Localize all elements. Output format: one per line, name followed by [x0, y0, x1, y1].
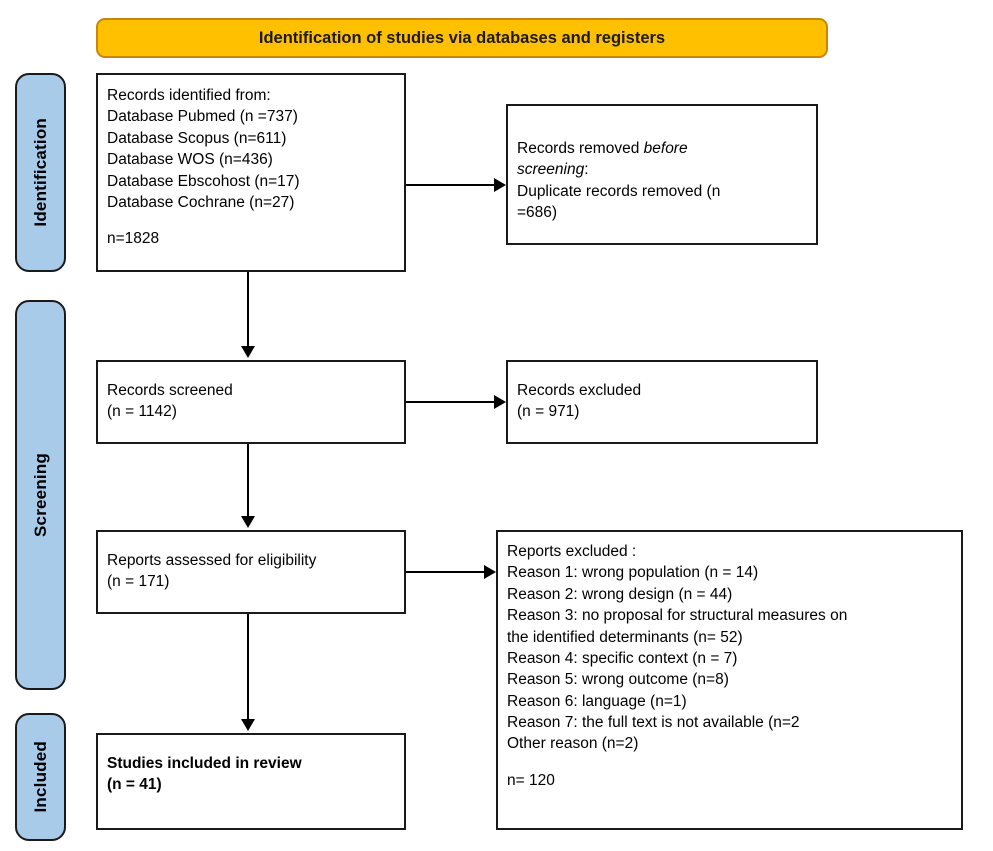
stage-bar-screening: Screening	[15, 300, 66, 690]
stage-label-identification: Identification	[30, 118, 50, 227]
records-screened-line-2: (n = 1142)	[107, 403, 177, 421]
banner-title: Identification of studies via databases …	[258, 28, 666, 47]
records-excluded-line-2: (n = 971)	[517, 403, 580, 421]
connector-assessed-to-included	[247, 614, 249, 721]
records-identified-line-1: Records identified from:	[107, 87, 271, 104]
reports-assessed-line-1: Reports assessed for eligibility	[107, 552, 317, 569]
arrowhead-identified-to-screened	[241, 346, 255, 358]
reports-excluded-line-4: Reason 3: no proposal for structural mea…	[507, 607, 848, 625]
reports-excluded-line-1: Reports excluded :	[507, 543, 637, 560]
records-removed-line-2-post: :	[584, 161, 589, 179]
stage-label-included: Included	[30, 741, 50, 813]
records-identified-line-6: Database Cochrane (n=27)	[107, 193, 295, 211]
records-removed-line-4: =686)	[517, 204, 558, 222]
records-removed-line-1-italic: before	[643, 140, 688, 157]
records-screened-line-1: Records screened	[107, 382, 233, 399]
arrowhead-identified-to-removed	[494, 178, 506, 192]
records-identified-box: Records identified from: Database Pubmed…	[96, 73, 406, 272]
studies-included-box: Studies included in review (n = 41)	[96, 733, 406, 830]
records-excluded-box: Records excluded (n = 971)	[506, 360, 818, 444]
connector-identified-to-removed	[406, 184, 498, 186]
records-removed-line-1: Records removed before	[517, 138, 807, 159]
records-removed-line-1-pre: Records removed	[517, 140, 644, 157]
records-identified-total: n=1828	[107, 230, 160, 248]
records-screened-box: Records screened (n = 1142)	[96, 360, 406, 444]
records-removed-line-3: Duplicate records removed (n	[517, 182, 721, 200]
stage-bar-identification: Identification	[15, 73, 66, 272]
arrowhead-assessed-to-included	[241, 719, 255, 731]
records-removed-line-2: screening:	[517, 159, 807, 180]
reports-excluded-line-10: Other reason (n=2)	[507, 735, 639, 753]
connector-screened-to-excluded	[406, 401, 498, 403]
records-removed-line-2-italic: screening	[517, 161, 585, 179]
arrowhead-screened-to-assessed	[241, 516, 255, 528]
reports-excluded-line-5: the identified determinants (n= 52)	[507, 628, 743, 646]
stage-bar-included: Included	[15, 713, 66, 841]
identification-banner: Identification of studies via databases …	[96, 18, 828, 58]
stage-label-screening: Screening	[30, 453, 50, 537]
reports-excluded-line-8: Reason 6: language (n=1)	[507, 692, 687, 710]
records-removed-box: Records removed before screening: Duplic…	[506, 104, 818, 245]
records-identified-line-3: Database Scopus (n=611)	[107, 129, 287, 147]
records-identified-line-5: Database Ebscohost (n=17)	[107, 172, 300, 190]
records-identified-spacer	[107, 213, 395, 228]
reports-excluded-line-9: Reason 7: the full text is not available…	[507, 714, 800, 731]
arrowhead-screened-to-excluded	[494, 395, 506, 409]
arrowhead-assessed-to-reports-excluded	[484, 565, 496, 579]
studies-included-line-1: Studies included in review	[107, 755, 302, 772]
reports-excluded-line-7: Reason 5: wrong outcome (n=8)	[507, 671, 729, 689]
reports-excluded-line-6: Reason 4: specific context (n = 7)	[507, 649, 738, 667]
records-identified-line-4: Database WOS (n=436)	[107, 151, 273, 169]
records-excluded-line-1: Records excluded	[517, 382, 642, 399]
reports-excluded-line-2: Reason 1: wrong population (n = 14)	[507, 564, 759, 582]
connector-assessed-to-reports-excluded	[406, 571, 488, 573]
reports-excluded-box: Reports excluded : Reason 1: wrong popul…	[496, 530, 963, 830]
connector-identified-to-screened	[247, 272, 249, 348]
records-identified-line-2: Database Pubmed (n =737)	[107, 108, 298, 126]
studies-included-line-2: (n = 41)	[107, 776, 162, 794]
reports-excluded-total: n= 120	[507, 771, 555, 789]
reports-excluded-line-3: Reason 2: wrong design (n = 44)	[507, 585, 733, 603]
reports-assessed-line-2: (n = 171)	[107, 573, 170, 591]
reports-assessed-box: Reports assessed for eligibility (n = 17…	[96, 530, 406, 614]
connector-screened-to-assessed	[247, 444, 249, 518]
reports-excluded-spacer	[507, 755, 952, 770]
